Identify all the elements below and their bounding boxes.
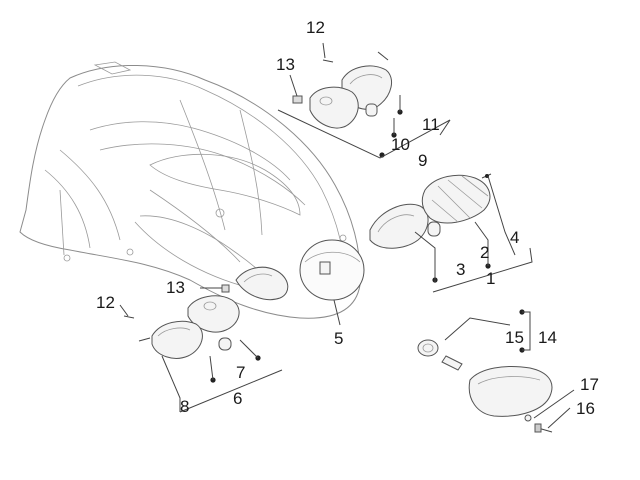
- label-13-lower: 13: [166, 278, 185, 297]
- label-12-upper: 12: [306, 18, 325, 37]
- headlamp-lens: [299, 239, 365, 301]
- label-13-upper: 13: [276, 55, 295, 74]
- label-3: 3: [456, 260, 465, 279]
- label-12-lower: 12: [96, 293, 115, 312]
- right-indicator-assembly: [369, 173, 492, 249]
- label-7: 7: [236, 363, 245, 382]
- label-14: 14: [538, 328, 557, 347]
- label-15: 15: [505, 328, 524, 347]
- label-16: 16: [576, 399, 595, 418]
- label-5: 5: [334, 329, 343, 348]
- label-11: 11: [422, 115, 440, 134]
- label-8: 8: [180, 397, 189, 416]
- front-shield-body: [19, 61, 361, 319]
- label-9: 9: [418, 151, 427, 170]
- label-4: 4: [510, 228, 519, 247]
- label-17: 17: [580, 375, 599, 394]
- lower-indicator-assembly: [123, 284, 240, 359]
- label-10: 10: [391, 135, 410, 154]
- upper-indicator-assembly: [292, 51, 393, 129]
- label-2: 2: [480, 243, 489, 262]
- part-labels: 12 13 11 10 9 4 2 3 1 13 12 5 7 8 6 15 1…: [96, 18, 599, 418]
- label-6: 6: [233, 389, 242, 408]
- plate-lamp-assembly: [417, 339, 553, 433]
- leader-lines: [119, 42, 575, 429]
- front-left-indicator-housing: [235, 266, 289, 301]
- label-1: 1: [486, 269, 495, 288]
